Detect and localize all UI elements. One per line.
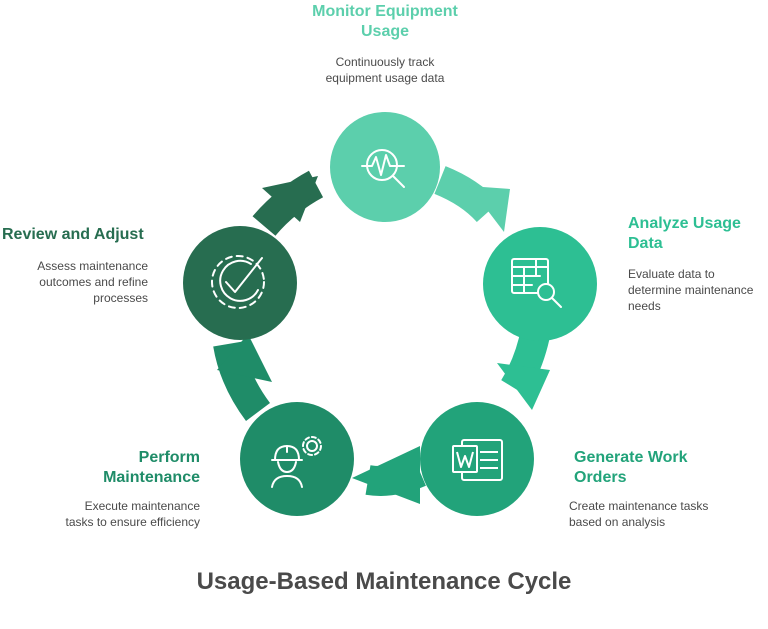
desc-line: Assess maintenance [37, 259, 148, 273]
desc-line: processes [93, 291, 148, 305]
title-line: Usage [360, 23, 410, 40]
connector-band [213, 341, 271, 421]
step-circle-monitor [330, 112, 440, 222]
connector-review-monitor [252, 170, 324, 236]
step-title-generate: Generate Work Orders [574, 448, 754, 488]
title-line: Data [628, 235, 663, 252]
arrowhead [352, 446, 420, 504]
connector-band [434, 166, 500, 223]
desc-line: tasks to ensure efficiency [65, 515, 200, 529]
arrowhead [262, 176, 318, 222]
step-title-monitor: Monitor Equipment Usage [285, 2, 485, 42]
desc-line: outcomes and refine [39, 275, 148, 289]
gear-check-icon [211, 255, 265, 309]
page-title: Usage-Based Maintenance Cycle [196, 568, 572, 595]
step-title-review: Review and Adjust [2, 225, 172, 245]
title-line: Generate Work [574, 449, 688, 466]
step-desc-perform: Execute maintenance tasks to ensure effi… [20, 498, 200, 530]
desc-line: Create maintenance tasks [569, 499, 709, 513]
desc-line: determine maintenance [628, 283, 754, 297]
step-circle-analyze [483, 227, 597, 341]
connector-monitor-analyze [434, 166, 510, 232]
arrowhead [469, 186, 510, 232]
step-desc-review: Assess maintenance outcomes and refine p… [10, 258, 148, 306]
arrowhead [497, 363, 550, 410]
desc-line: Continuously track [335, 55, 435, 69]
connector-generate-perform [352, 446, 426, 504]
title-line: Review and Adjust [2, 226, 144, 243]
title-line: Monitor Equipment [312, 3, 458, 20]
desc-line: equipment usage data [325, 71, 445, 85]
step-title-analyze: Analyze Usage Data [628, 214, 764, 254]
spreadsheet-search-icon [511, 258, 562, 308]
connector-perform-review [213, 334, 272, 421]
step-desc-monitor: Continuously track equipment usage data [285, 54, 485, 86]
connector-analyze-generate [497, 326, 551, 410]
title-line: Perform [138, 449, 200, 466]
step-circle-review [183, 226, 297, 340]
usage-monitor-icon [361, 149, 405, 188]
step-title-perform: Perform Maintenance [30, 448, 200, 488]
desc-line: Execute maintenance [84, 499, 200, 513]
worker-gear-icon [271, 436, 322, 488]
desc-line: needs [628, 299, 661, 313]
desc-line: Evaluate data to [628, 267, 715, 281]
step-desc-generate: Create maintenance tasks based on analys… [569, 498, 759, 530]
desc-line: based on analysis [569, 515, 666, 529]
title-line: Analyze Usage [628, 215, 741, 232]
word-document-icon [452, 439, 503, 481]
title-line: Orders [574, 469, 627, 486]
step-desc-analyze: Evaluate data to determine maintenance n… [628, 266, 764, 314]
title-line: Maintenance [103, 469, 200, 486]
arrowhead [217, 334, 272, 382]
